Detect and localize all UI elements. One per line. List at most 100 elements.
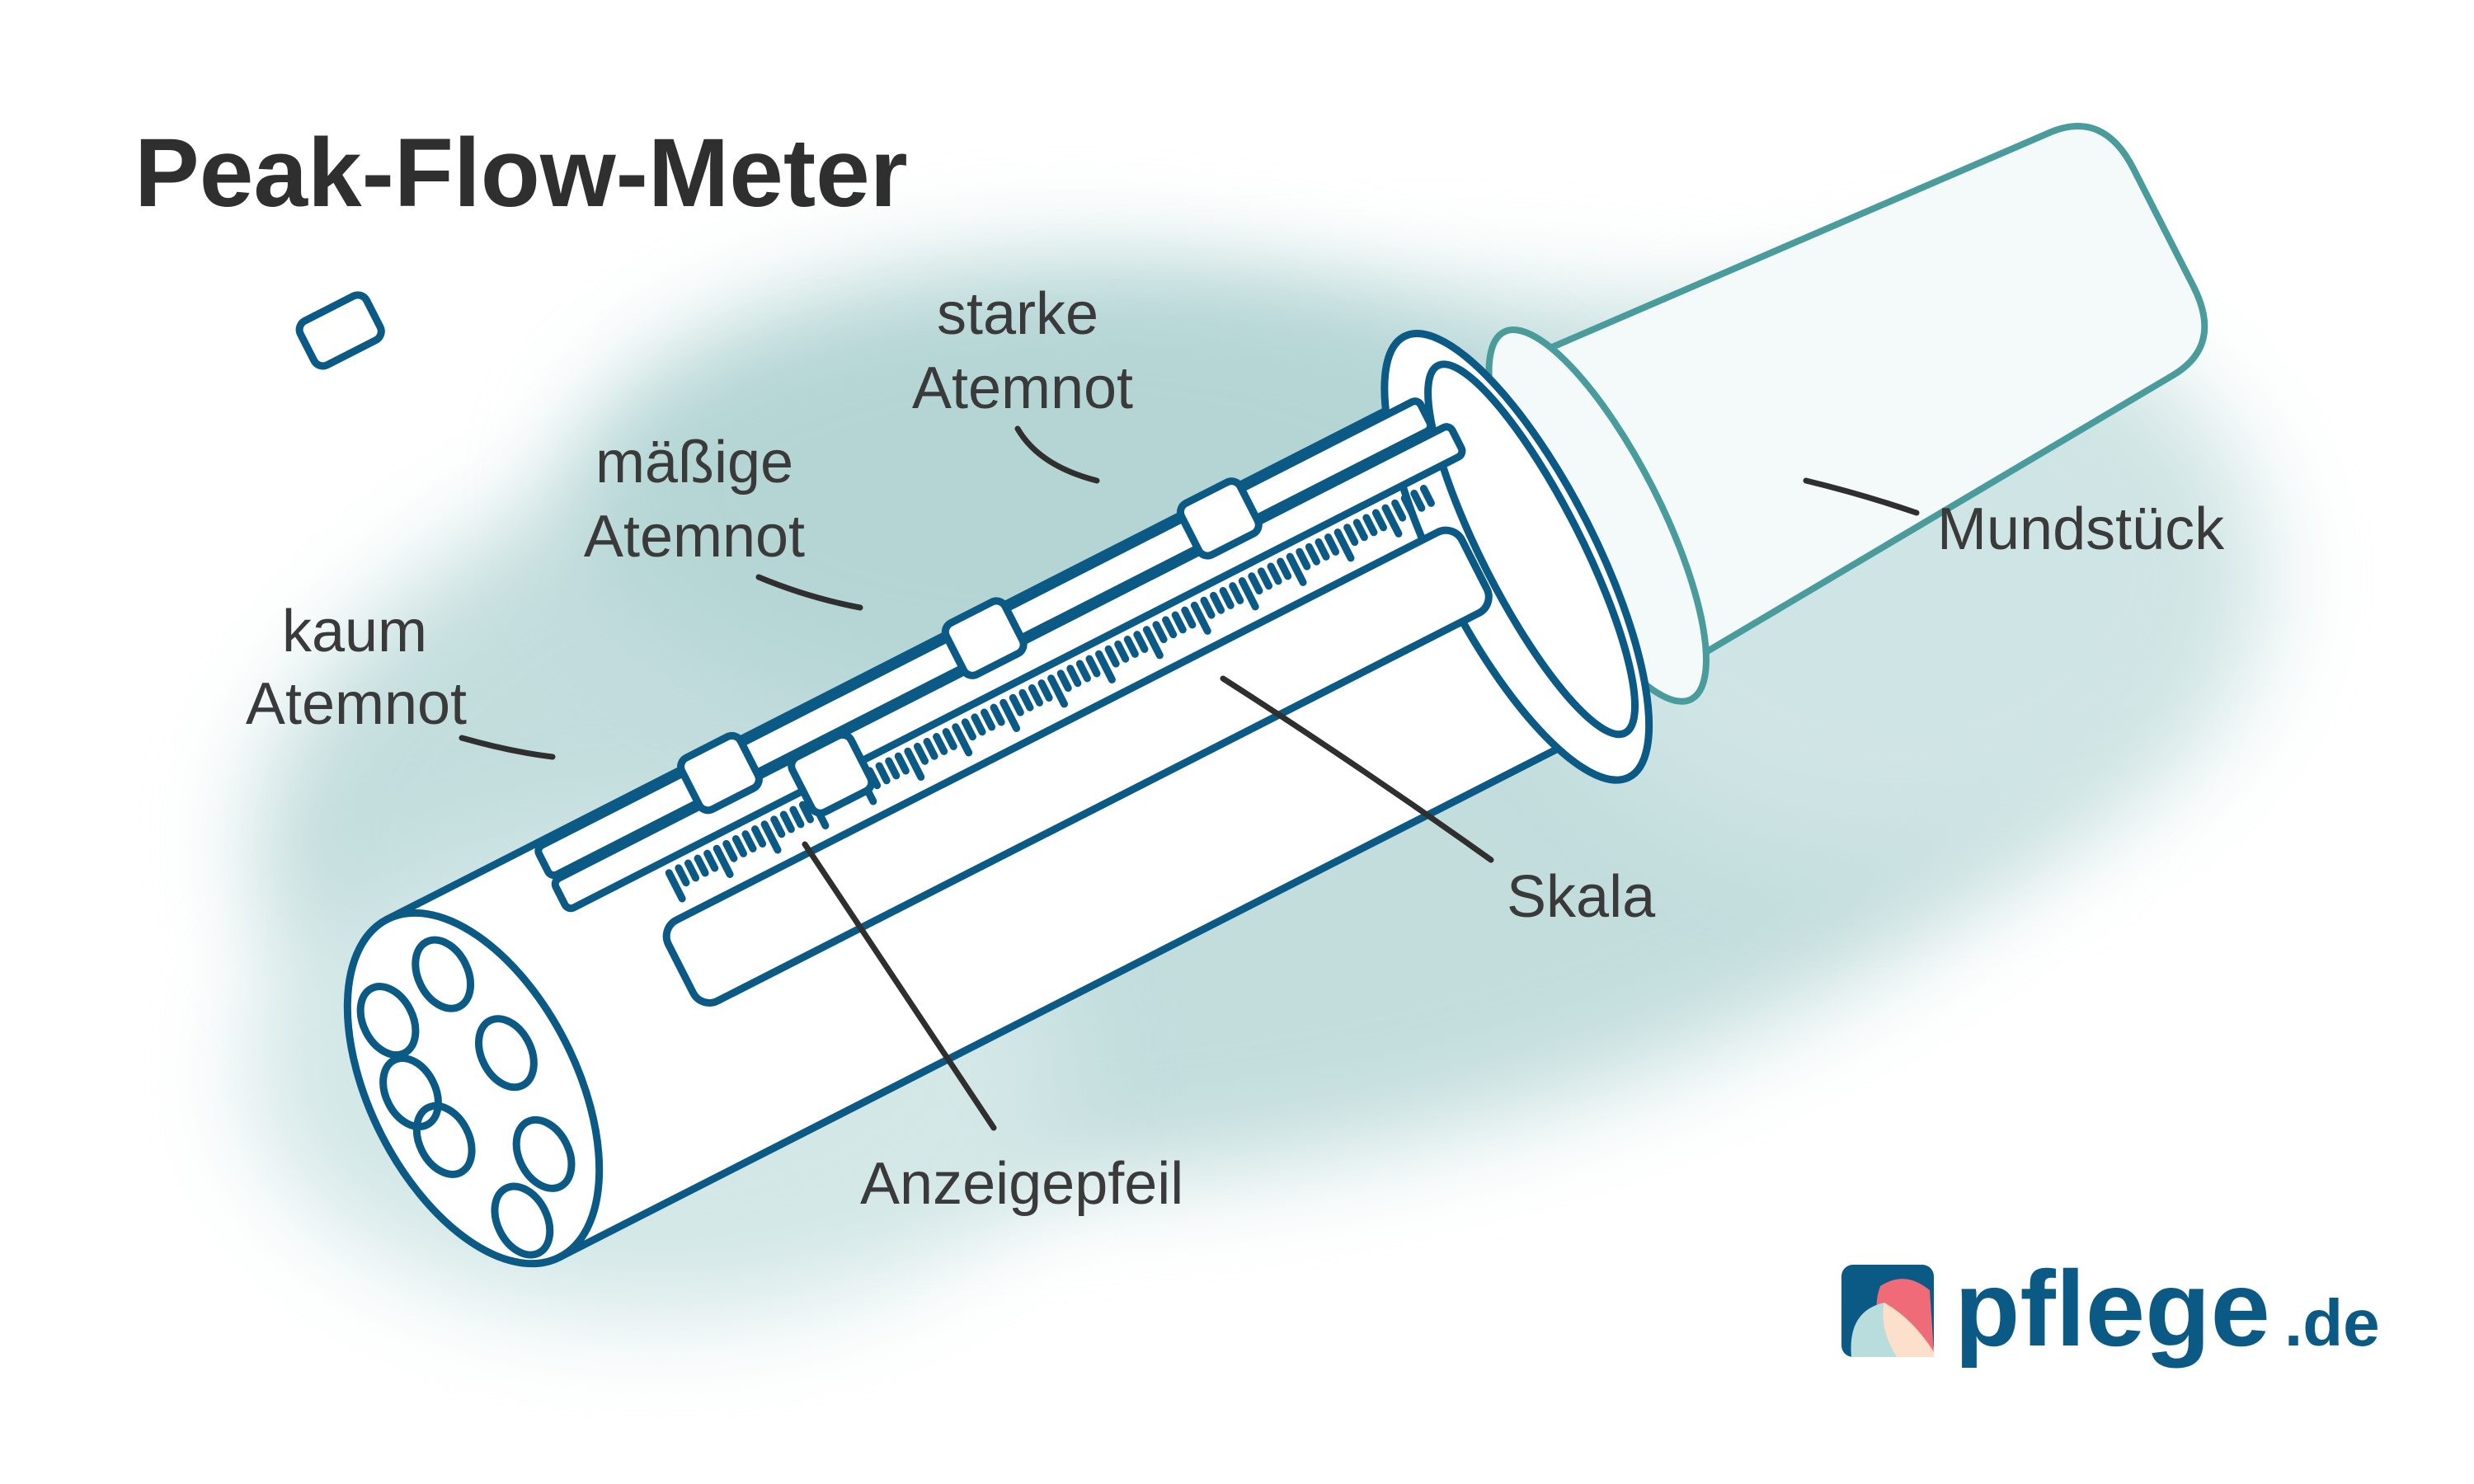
- scale-tick: [1085, 655, 1101, 678]
- label-maessige-line2: Atemnot: [584, 504, 805, 570]
- scale-tick: [885, 757, 901, 780]
- scale-tick: [713, 844, 734, 878]
- scale-tick: [1152, 621, 1168, 644]
- scale-tick: [952, 723, 973, 757]
- scale-tick: [1324, 533, 1340, 556]
- label-mundstueck: Mundstück: [1937, 496, 2225, 562]
- scale-tick: [675, 864, 690, 887]
- scale-tick: [1371, 509, 1388, 532]
- scale-tick: [904, 747, 925, 781]
- scale-tick: [1200, 596, 1216, 619]
- scale-tick: [1210, 591, 1225, 614]
- scale-tick: [1037, 679, 1053, 702]
- air-hole: [356, 983, 420, 1059]
- scale-tick: [770, 815, 786, 838]
- scale-tick: [694, 854, 709, 877]
- scale-tick: [1410, 489, 1426, 512]
- scale-tick: [1190, 601, 1211, 635]
- scale-tick: [1238, 577, 1259, 611]
- scale-tick: [913, 742, 929, 765]
- scale-tick: [981, 708, 996, 731]
- scale-tick: [942, 728, 957, 750]
- scale-tick: [999, 698, 1021, 732]
- scale-tick: [1400, 494, 1416, 517]
- scale-tick: [1248, 572, 1263, 595]
- scale-tick: [684, 859, 700, 882]
- air-hole: [412, 1101, 476, 1178]
- scale-tick: [990, 703, 1005, 726]
- scale-tick: [1391, 499, 1407, 522]
- label-starke-line2: Atemnot: [912, 355, 1133, 421]
- scale-tick: [1277, 557, 1292, 580]
- logo-tld: .de: [2284, 1286, 2380, 1360]
- scale-tick: [1267, 562, 1282, 585]
- scale-tick: [894, 752, 910, 775]
- scale-tick: [722, 839, 738, 862]
- marker-maessige-atemnot: [941, 597, 1028, 679]
- page-title: Peak-Flow-Meter: [134, 119, 908, 228]
- marker-kaum-atemnot: [295, 291, 385, 370]
- scale-tick: [1305, 542, 1320, 566]
- scale-tick: [1333, 528, 1355, 562]
- scale-tick: [1315, 538, 1330, 561]
- air-hole: [379, 1054, 442, 1131]
- air-holes: [356, 936, 576, 1259]
- scale-tick: [1028, 684, 1044, 707]
- slider-markers[interactable]: [677, 477, 1286, 862]
- label-kaum-line1: kaum: [282, 599, 427, 665]
- scale-tick: [1075, 660, 1091, 683]
- label-maessige-line1: mäßige: [595, 430, 793, 495]
- scale-tick: [1257, 567, 1273, 590]
- scale-tick: [665, 869, 686, 903]
- marker-kaum-atemnot: [677, 731, 763, 815]
- marker-starke-atemnot: [1176, 477, 1263, 560]
- scale-tick: [751, 825, 767, 848]
- scale-tick: [1381, 504, 1403, 538]
- leader-lines: [459, 425, 1920, 1131]
- scale-tick: [1123, 636, 1139, 658]
- scale-tick: [961, 718, 976, 741]
- scale-tick: [923, 737, 938, 760]
- pflege-logo: pflege .de: [1841, 1248, 2380, 1369]
- scale-tick: [1142, 626, 1164, 660]
- scale-tick: [703, 849, 719, 872]
- scale-tick: [741, 830, 757, 852]
- scale-tick: [1171, 611, 1187, 634]
- scale-tick: [875, 762, 891, 785]
- scale-tick: [933, 733, 948, 755]
- scale-ticks: [665, 485, 1435, 903]
- zone-markers: [295, 291, 385, 370]
- scale-tick: [1018, 688, 1034, 711]
- scale-tick: [1066, 665, 1082, 688]
- scale-tick: [760, 820, 782, 854]
- scale-tick: [1162, 616, 1178, 639]
- label-anzeigepfeil: Anzeigepfeil: [860, 1151, 1183, 1217]
- scale-tick: [971, 713, 986, 736]
- scale-tick: [1133, 631, 1149, 653]
- scale-tick: [1114, 640, 1130, 663]
- air-hole: [412, 936, 475, 1012]
- scale-tick: [1047, 674, 1068, 708]
- scale-tick: [1343, 524, 1359, 547]
- air-hole: [491, 1182, 554, 1259]
- scale-tick: [1362, 514, 1378, 537]
- scale-tick: [779, 810, 795, 834]
- scale-tick: [1181, 606, 1197, 629]
- scale-tick: [1056, 669, 1072, 693]
- label-skala: Skala: [1507, 864, 1656, 930]
- scale-window: [662, 526, 1493, 1007]
- scale-tick: [1286, 552, 1307, 586]
- label-starke-line1: starke: [937, 281, 1098, 347]
- scale-tick: [1009, 693, 1024, 716]
- end-face: [343, 909, 604, 1268]
- air-hole: [512, 1115, 576, 1192]
- label-kaum-line2: Atemnot: [246, 671, 467, 737]
- scale-tick: [1419, 485, 1435, 507]
- scale-tick: [1229, 582, 1244, 604]
- scale-tick: [1104, 645, 1120, 668]
- air-hole: [475, 1015, 538, 1092]
- indicator-arrow: [788, 730, 876, 817]
- scale-tick: [731, 834, 747, 857]
